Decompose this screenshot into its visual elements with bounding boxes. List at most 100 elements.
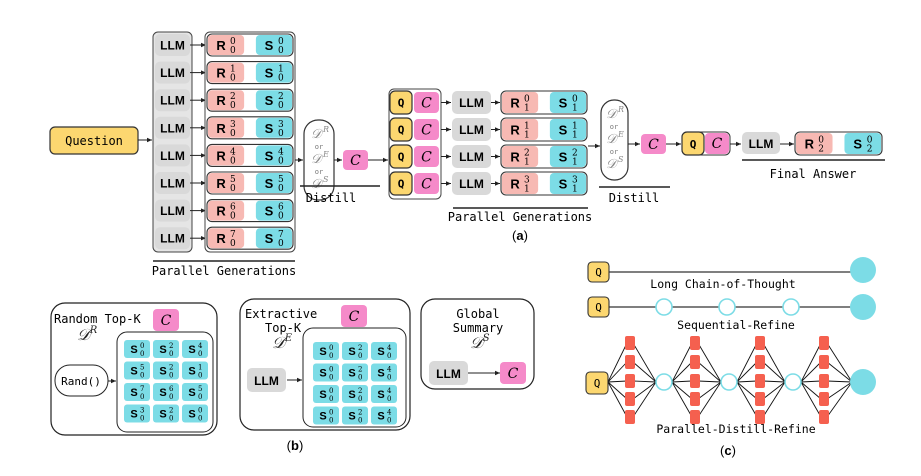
summary-label-base: S <box>559 177 568 192</box>
llm-rect <box>452 118 491 141</box>
answer-node <box>850 369 876 395</box>
summary-cell-sup: 2 <box>358 409 362 417</box>
llm-box: LLM <box>452 91 491 114</box>
context-box <box>500 362 526 384</box>
summary-cell-sup: 4 <box>198 342 203 350</box>
parallel-node <box>755 410 765 424</box>
summary-cell-base: S <box>188 366 195 378</box>
reasoning-label-base: R <box>216 93 226 108</box>
summary-cell-sup: 2 <box>169 342 173 350</box>
reasoning-label-sub: 1 <box>524 131 530 141</box>
context-label: C <box>161 313 172 329</box>
llm-label: LLM <box>254 374 279 388</box>
distill-extractive-symbol: 𝒟E <box>272 333 293 352</box>
summary-cell-sub: 0 <box>140 372 144 380</box>
edge <box>632 361 657 383</box>
reasoning-label-sup: 1 <box>524 122 530 132</box>
summary-cell-base: S <box>377 389 384 401</box>
summary-cell-sub: 0 <box>358 395 362 403</box>
summary-cell-bg <box>182 340 208 358</box>
summary-label-sup: 2 <box>278 92 284 102</box>
summary-cell-sub: 0 <box>169 350 173 358</box>
summary-cell-base: S <box>348 411 355 423</box>
edge <box>762 381 786 418</box>
caption-b: (b) <box>287 438 304 453</box>
llm-box: LLM <box>155 227 190 250</box>
summary-cell-sup: 0 <box>329 344 333 352</box>
edge <box>762 342 786 383</box>
edge <box>697 381 722 418</box>
distill-option-E: 𝒟 <box>606 132 619 147</box>
summary-cell-sub: 0 <box>358 417 362 425</box>
summary-cell-base: S <box>159 409 166 421</box>
context-box: C <box>641 134 666 154</box>
parallel-node <box>625 392 635 406</box>
q-label: Q <box>398 151 405 164</box>
summary-label-sub: 0 <box>278 129 284 139</box>
context-label: C <box>349 309 360 325</box>
reasoning-label-sub: 0 <box>230 129 236 139</box>
global-summary-box: Global Summary 𝒟S LLM C <box>420 298 535 390</box>
parallel-node <box>690 392 700 406</box>
reasoning-label-sub: 2 <box>818 145 824 155</box>
llm-box: LLM <box>155 34 190 56</box>
summary-block <box>255 117 292 138</box>
reasoning-label-sup: 3 <box>524 176 530 186</box>
llm-label: LLM <box>459 177 484 191</box>
q-label: Q <box>398 178 405 191</box>
llm-label: LLM <box>160 66 185 80</box>
parallel-node <box>819 355 829 369</box>
reasoning-block <box>208 145 245 166</box>
summary-block <box>549 119 586 140</box>
summary-cell-sub: 0 <box>329 352 333 360</box>
summary-label-sub: 0 <box>278 212 284 222</box>
summary-cell-base: S <box>319 346 326 358</box>
summary-block <box>255 200 292 221</box>
summary-cell-sub: 0 <box>140 393 144 401</box>
pdr-label: Parallel-Distill-Refine <box>656 422 815 436</box>
reasoning-label-base: R <box>805 137 815 152</box>
summary-cell-bg <box>124 340 150 358</box>
summary-cell-base: S <box>130 366 137 378</box>
llm-label: LLM <box>160 94 185 108</box>
summary-cell-sup: 2 <box>358 344 362 352</box>
summary-label-base: S <box>265 66 274 81</box>
distill-option-sup: S <box>618 155 624 164</box>
llm-rect <box>452 145 491 168</box>
extractive-title-1: Extractive <box>245 307 317 321</box>
parallel-node <box>625 374 635 388</box>
context-label: C <box>508 366 519 382</box>
seq-refine-label: Sequential-Refine <box>677 318 795 332</box>
parallel-node <box>625 336 635 350</box>
llm-box: LLM <box>452 172 491 195</box>
summary-cell-base: S <box>188 409 195 421</box>
summary-cell-bg <box>153 361 179 380</box>
llm-rect <box>155 34 190 56</box>
parallel-node <box>755 392 765 406</box>
reasoning-label-sup: 7 <box>230 230 236 240</box>
summary-label-sub: 1 <box>572 131 578 141</box>
summary-cell-bg <box>153 340 179 358</box>
reasoning-label-base: R <box>216 38 226 53</box>
edge <box>736 380 758 383</box>
summary-label-sub: 1 <box>572 158 578 168</box>
reasoning-block <box>208 228 245 249</box>
summary-label-sup: 0 <box>572 95 578 105</box>
summary-cell-base: S <box>377 411 384 423</box>
summary-cell-bg <box>342 342 368 360</box>
edge <box>800 380 822 383</box>
reasoning-label-sub: 0 <box>230 101 236 111</box>
summary-cell-sup: 4 <box>387 344 392 352</box>
